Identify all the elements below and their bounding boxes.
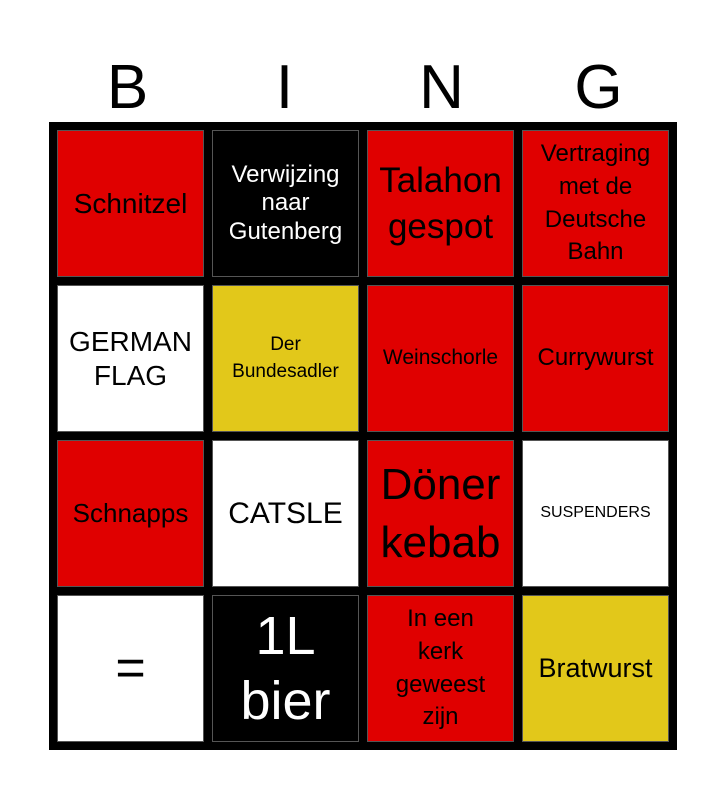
bingo-header: B I N G <box>49 52 677 124</box>
bingo-grid: Schnitzel Verwijzing naar Gutenberg Tala… <box>49 122 677 750</box>
bingo-cell[interactable]: Talahon gespot <box>367 130 514 277</box>
bingo-cell[interactable]: 1L bier <box>212 595 359 742</box>
bingo-cell[interactable]: GERMAN FLAG <box>57 285 204 432</box>
bingo-cell[interactable]: Schnapps <box>57 440 204 587</box>
bingo-cell[interactable]: Schnitzel <box>57 130 204 277</box>
bingo-cell[interactable]: = <box>57 595 204 742</box>
bingo-cell[interactable]: Bratwurst <box>522 595 669 742</box>
bingo-cell[interactable]: Weinschorle <box>367 285 514 432</box>
bingo-cell[interactable]: SUSPENDERS <box>522 440 669 587</box>
bingo-cell[interactable]: Currywurst <box>522 285 669 432</box>
bingo-cell[interactable]: Der Bundesadler <box>212 285 359 432</box>
header-letter-i: I <box>275 53 294 122</box>
bingo-cell[interactable]: Döner kebab <box>367 440 514 587</box>
header-letter-g: G <box>574 53 623 122</box>
header-letter-b: B <box>106 53 149 122</box>
header-letter-n: N <box>419 53 464 122</box>
bingo-cell[interactable]: CATSLE <box>212 440 359 587</box>
bingo-cell[interactable]: In een kerk geweest zijn <box>367 595 514 742</box>
bingo-cell[interactable]: Verwijzing naar Gutenberg <box>212 130 359 277</box>
bingo-cell[interactable]: Vertraging met de Deutsche Bahn <box>522 130 669 277</box>
